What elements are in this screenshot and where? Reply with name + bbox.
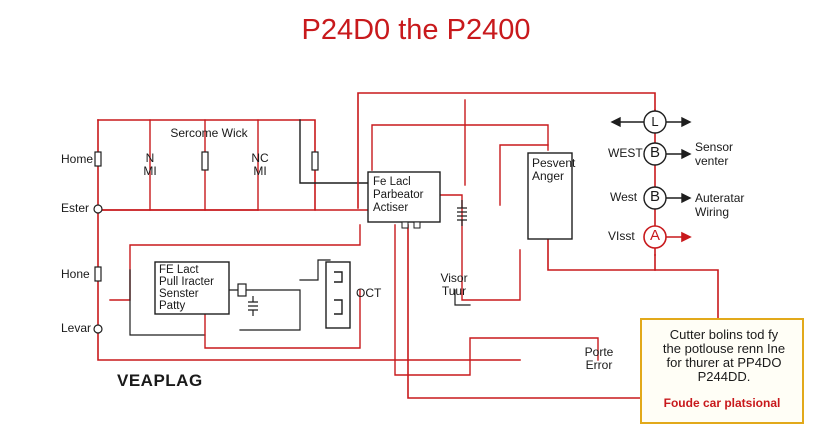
node-side-label-west: West [610,190,638,204]
left-terminal-ester [93,204,103,214]
central-module-label: Fe Lacl Parbeator Actiser [373,176,424,214]
left-bus-wire [97,119,521,361]
node-letter-l: L [651,114,659,129]
terminal-label-hone: Hone [61,267,90,281]
relay-contact-label-2: NC MI [251,151,269,178]
node-letter-b1: B [649,144,660,161]
oct-connector [325,261,351,329]
note-body: Cutter bolins tod fy the potlouse renn I… [662,327,786,384]
central-link-wire [439,194,521,301]
node-desc-wiring: Auteratar Wiring [695,191,745,219]
left-terminal-hone [94,266,102,282]
coil-symbol [457,200,467,226]
visor-wire [454,289,471,306]
central-down-wire-2 [407,224,641,399]
visor-label: Visor Tuur [440,271,468,298]
terminal-label-levar: Levar [61,321,92,335]
top-loop-wire [357,92,656,209]
node-letter-a: A [649,227,660,244]
lower-connector [237,283,247,297]
upper-loop-wire [371,124,549,171]
relay-label: Sercome Wick [170,126,248,140]
sensor-box [527,152,573,240]
terminal-label-ester: Ester [61,201,90,215]
sensor-out-wire [547,239,719,319]
lower-module-label: FE Lact Pull Iracter Senster Patty [159,264,214,312]
note-footer: Foude car platsional [663,396,781,410]
node-side-label-west-upper: WEST [608,146,643,160]
porte-error-label: Porte Error [584,345,614,372]
lower-module-box [154,261,230,315]
lower-module-right-wire [229,289,301,331]
lower-module-loop [299,259,331,281]
brand-label: VEAPLAG [117,371,203,390]
lower-module-left-wire [129,269,206,336]
left-terminal-home [94,151,102,167]
node-letter-b2: B [649,188,660,205]
central-down-wire [109,224,361,301]
lower-coil-symbol [248,296,258,316]
oct-label: OCT [356,286,382,300]
relay-contact-2 [311,151,319,171]
note-box: Cutter bolins tod fy the potlouse renn I… [640,318,804,424]
sensor-box-label: Pesvent Anger [532,156,576,183]
central-down-wire-3 [394,224,599,376]
sensor-feed-wire [499,144,549,206]
signal-wire-dark [299,119,373,184]
relay-contact-label-1: N MI [143,151,157,178]
node-side-label-visst: VIsst [608,229,635,243]
terminal-label-home: Home [61,152,94,166]
node-desc-sensor: Sensor venter [695,140,734,168]
relay-contact-1 [201,151,209,171]
lower-red-wire [204,289,361,349]
left-terminal-levar [93,324,103,334]
diagram-title: P24D0 the P2400 [301,14,531,46]
central-module-box [367,171,441,229]
